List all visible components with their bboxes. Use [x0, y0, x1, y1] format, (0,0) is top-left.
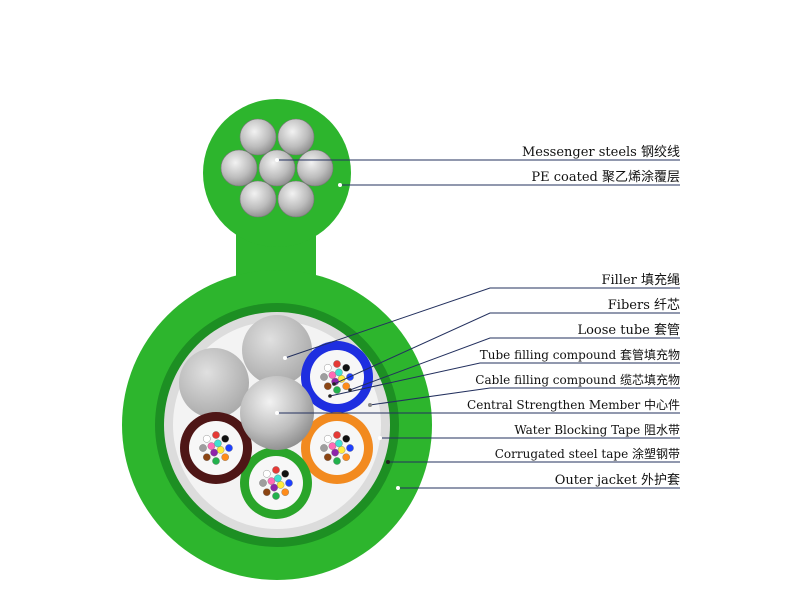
fiber [199, 444, 207, 452]
leader-lines [277, 159, 680, 489]
label-loose-tube: Loose tube 套管 [577, 322, 680, 338]
fiber [262, 488, 271, 497]
fiber [337, 446, 346, 454]
filler-rod-left [179, 348, 249, 418]
steel-wire [239, 118, 277, 156]
fiber [342, 363, 351, 372]
fiber [270, 483, 278, 492]
label-cable-filling: Cable filling compound 缆芯填充物 [475, 372, 680, 387]
fiber [333, 386, 341, 394]
fiber [216, 446, 225, 454]
fiber [225, 444, 233, 452]
label-tube-filling: Tube filling compound 套管填充物 [480, 347, 680, 362]
fiber [259, 479, 267, 487]
loose-tube-brown [180, 412, 252, 484]
loose-tube-green [240, 447, 312, 519]
label-fibers: Fibers 纤芯 [608, 298, 680, 313]
fiber [281, 469, 290, 478]
fiber [285, 479, 293, 487]
fiber [320, 373, 328, 381]
fiber [320, 444, 328, 452]
fiber [262, 469, 271, 478]
main-cable [122, 270, 432, 580]
fiber [342, 453, 351, 462]
fiber [274, 474, 282, 483]
steel-wire [296, 149, 334, 187]
fiber [276, 481, 285, 489]
fiber [212, 431, 220, 439]
fiber [323, 363, 332, 372]
fiber [221, 434, 229, 443]
messenger-unit [203, 99, 351, 290]
fiber [328, 371, 337, 379]
fiber [335, 439, 343, 448]
fiber [331, 448, 339, 457]
fiber [214, 439, 222, 448]
fiber [272, 492, 280, 500]
steel-wire [277, 180, 315, 218]
fiber [323, 434, 332, 443]
label-water-blocking: Water Blocking Tape 阻水带 [514, 423, 680, 437]
fiber [323, 453, 332, 462]
fiber [323, 382, 332, 391]
fiber [207, 442, 216, 450]
label-outer-jacket: Outer jacket 外护套 [555, 472, 680, 488]
fiber [335, 368, 343, 377]
fiber [221, 453, 229, 462]
fiber [333, 457, 341, 465]
steel-wire [220, 149, 258, 187]
steel-wire [277, 118, 315, 156]
fiber [202, 434, 211, 443]
steel-wire [258, 149, 296, 187]
fiber [342, 382, 351, 391]
label-pe-coated: PE coated 聚乙烯涂覆层 [531, 169, 680, 185]
fiber [333, 431, 341, 439]
fiber [210, 448, 218, 457]
fiber [272, 466, 280, 474]
labels: Messenger steels 钢绞线 PE coated 聚乙烯涂覆层 Fi… [467, 144, 680, 488]
filler-rod-top [242, 315, 312, 385]
fiber [202, 453, 211, 462]
loose-tube-orange [301, 412, 373, 484]
messenger-steel-wires [220, 118, 334, 218]
label-messenger-steels: Messenger steels 钢绞线 [522, 144, 680, 160]
leader-dots [275, 158, 400, 490]
steel-wire [239, 180, 277, 218]
fiber [281, 488, 290, 497]
label-central-member: Central Strengthen Member 中心件 [467, 397, 680, 412]
label-filler: Filler 填充绳 [601, 272, 680, 288]
fiber [342, 434, 351, 443]
label-corrugated-tape: Corrugated steel tape 涂塑钢带 [495, 446, 680, 461]
fiber [212, 457, 220, 465]
fiber [333, 360, 341, 368]
fiber [267, 477, 276, 485]
fiber [346, 444, 354, 452]
fiber [328, 442, 337, 450]
